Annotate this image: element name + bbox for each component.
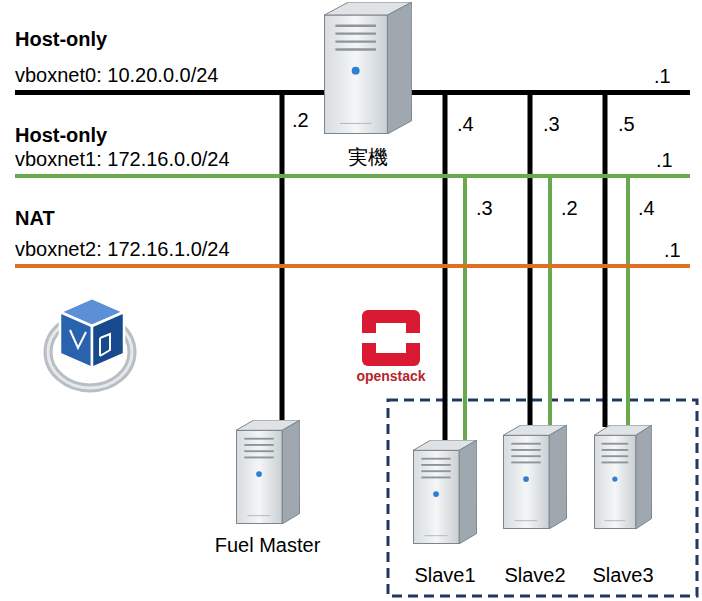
network-name: vboxnet1: 172.16.0.0/24 [15,148,690,170]
server-icon [503,425,567,529]
server-name: Fuel Master [196,534,339,556]
server-name: Slave2 [491,564,579,586]
network-link [280,92,285,422]
server-node: Fuel Master [196,420,339,556]
logo-text: openstack [354,369,427,383]
address-label: .2 [559,198,580,218]
address-label: .1 [662,240,683,260]
address-label: .1 [652,66,673,86]
address-label: .2 [290,110,311,130]
address-label: .5 [616,114,637,134]
server-icon [413,440,477,544]
network-name: vboxnet2: 172.16.1.0/24 [15,238,690,260]
network-band: Host-onlyvboxnet1: 172.16.0.0/24 [15,124,690,178]
network-link [548,176,552,427]
address-label: .3 [474,198,495,218]
server-node: Slave3 [579,425,667,586]
openstack-logo [360,310,422,366]
network-type: NAT [15,207,690,229]
virtualbox-logo [48,298,132,388]
network-link [603,92,608,427]
address-label: .4 [455,114,476,134]
server-icon [324,2,412,134]
network-type: Host-only [15,124,690,146]
server-name: 実機 [312,146,424,168]
network-band: NAT vboxnet2: 172.16.1.0/24 [15,207,690,268]
address-label: .4 [636,198,657,218]
host-server: 実機 [312,2,424,168]
server-icon [236,420,300,524]
network-link [463,176,467,442]
group-frame [388,400,697,596]
server-name: Slave3 [579,564,667,586]
address-label: .3 [541,114,562,134]
address-label: .1 [654,150,675,170]
server-node: Slave1 [401,440,489,586]
network-link [528,92,533,427]
network-link [626,176,630,427]
server-name: Slave1 [401,564,489,586]
server-node: Slave2 [491,425,579,586]
server-icon [594,425,652,529]
